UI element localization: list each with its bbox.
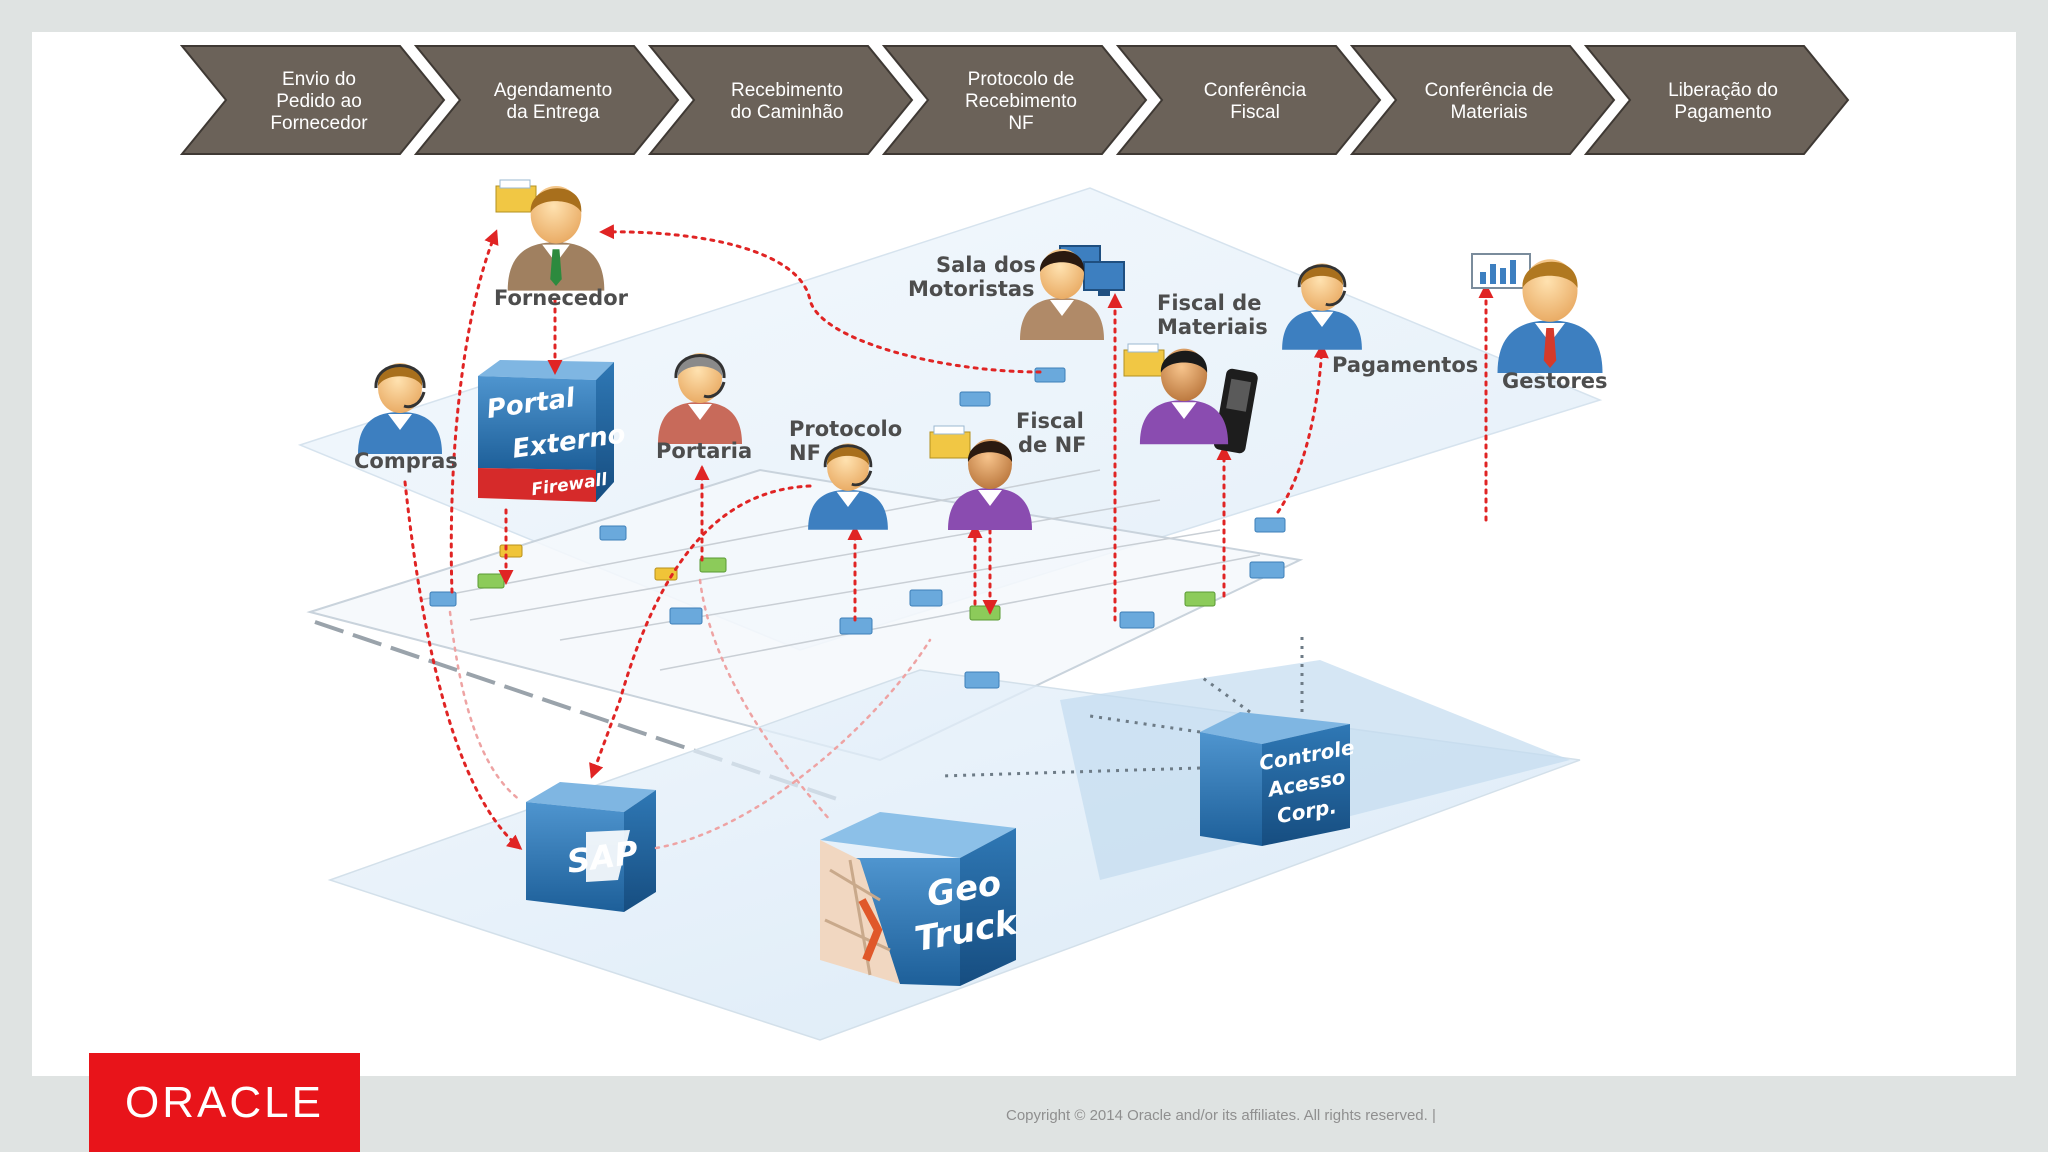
process-step-7-label: Liberação do [1668, 80, 1778, 101]
sala-motoristas-label-line1: Sala dos [936, 253, 1036, 277]
portaria-icon [658, 353, 742, 444]
geotruck-cube: Geo Truck [820, 812, 1023, 986]
process-step-4-label: Protocolo de [968, 69, 1075, 90]
process-step-7-label: Pagamento [1674, 102, 1771, 123]
pagamentos-label: Pagamentos [1332, 353, 1478, 377]
process-step-1-label: Pedido ao [276, 91, 362, 112]
compras-label: Compras [354, 449, 458, 473]
actor-labels: Fornecedor Compras Portaria Protocolo NF… [354, 253, 1608, 473]
gestores-icon [1497, 259, 1603, 373]
compras-icon [358, 363, 442, 454]
process-step-2-label: da Entrega [507, 102, 600, 123]
sap-cube: SAP [526, 782, 656, 912]
fiscal-nf-label-line1: Fiscal [1016, 409, 1084, 433]
folder-icon [495, 179, 537, 213]
fornecedor-icon [507, 185, 605, 291]
process-step-3-label: do Caminhão [730, 102, 843, 123]
process-step-3-label: Recebimento [731, 80, 843, 101]
protocolo-nf-icon [808, 443, 888, 530]
process-nodes [429, 367, 1286, 689]
fiscal-materiais-label-line1: Fiscal de [1157, 291, 1261, 315]
folder-icon [929, 425, 971, 459]
process-step-1-label: Fornecedor [270, 113, 368, 134]
fornecedor-label: Fornecedor [494, 286, 629, 310]
middle-plane [306, 468, 1304, 802]
process-step-5-label: Conferência [1204, 80, 1307, 101]
sala-motoristas-label-line2: Motoristas [908, 277, 1035, 301]
oracle-logo: ORACLE [89, 1053, 360, 1152]
process-step-4-label: Recebimento [965, 91, 1077, 112]
process-step-1-label: Envio do [282, 69, 356, 90]
protocolo-nf-label-line2: NF [789, 441, 821, 465]
process-step-5-label: Fiscal [1230, 102, 1280, 123]
process-step-4-label: NF [1008, 113, 1033, 134]
pagamentos-icon [1282, 263, 1362, 350]
portaria-label: Portaria [656, 439, 752, 463]
chart-icon [1471, 253, 1531, 289]
process-step-6-label: Conferência de [1425, 80, 1554, 101]
fiscal-materiais-label-line2: Materiais [1157, 315, 1268, 339]
fiscal-nf-label-line2: de NF [1018, 433, 1087, 457]
protocolo-nf-label-line1: Protocolo [789, 417, 902, 441]
controle-connectors [939, 636, 1304, 778]
portal-externo-cube: Portal Externo Firewall [478, 360, 627, 502]
controle-acesso-cube: Controle Acesso Corp. [1200, 712, 1356, 846]
process-step-6-label: Materiais [1450, 102, 1527, 123]
gestores-label: Gestores [1502, 369, 1608, 393]
folder-icon [1123, 343, 1165, 377]
process-step-2-label: Agendamento [494, 80, 612, 101]
fiscal-nf-icon [948, 439, 1032, 530]
flow-arrows [403, 224, 1494, 850]
fiscal-materiais-icon [1139, 348, 1229, 445]
oracle-logo-text: ORACLE [125, 1077, 324, 1127]
copyright-text: Copyright © 2014 Oracle and/or its affil… [1006, 1107, 1436, 1124]
motoristas-icon [1020, 249, 1104, 340]
